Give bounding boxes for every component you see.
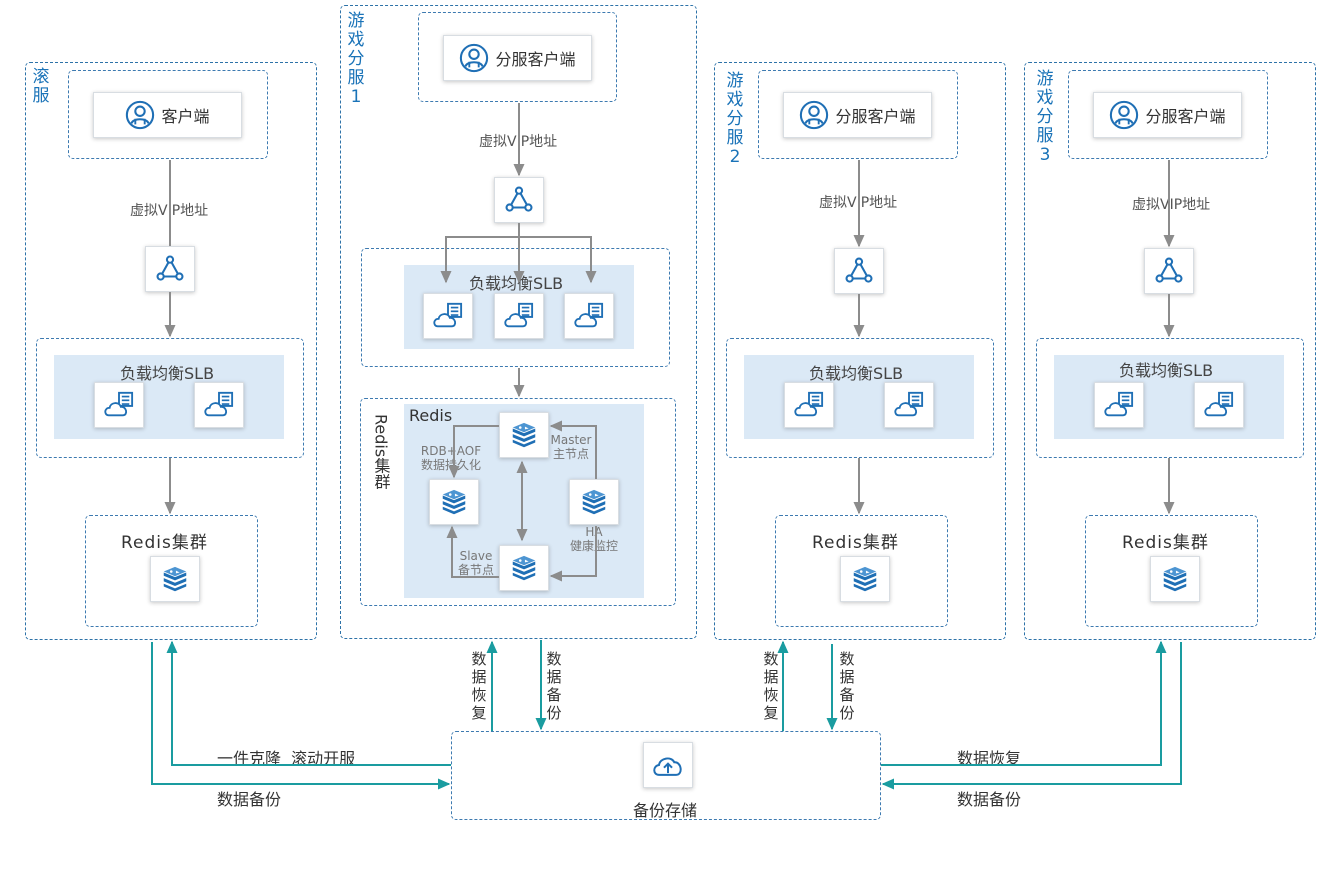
zone-rolling [25, 62, 317, 640]
zone-game2 [714, 62, 1006, 640]
zone-game1 [340, 5, 697, 639]
backup-label-game2: 数据备份 [839, 650, 855, 722]
slb-panel-rolling [54, 355, 284, 439]
teal-arrow [166, 640, 451, 766]
redis-card-game2[interactable] [840, 556, 890, 602]
redis-label-rolling: Redis集群 [121, 533, 208, 553]
rdb-line1: RDB+AOF [420, 444, 482, 458]
restore-label-game1: 数据恢复 [471, 650, 487, 722]
slave-line1: Slave [459, 549, 493, 563]
slave-label: Slave 备节点 [452, 549, 500, 577]
server-card[interactable] [1194, 382, 1244, 428]
arrow [549, 526, 597, 582]
arrow [448, 425, 499, 479]
redis-master-node[interactable] [499, 412, 549, 458]
redis-slave-node[interactable] [499, 545, 549, 591]
backup-storage-node[interactable] [643, 742, 693, 788]
arrow [519, 236, 597, 284]
redis-label-game3: Redis集群 [1122, 533, 1209, 553]
redis-detail-side-text: Redis集群 [371, 414, 391, 490]
slb-panel-game3 [1054, 355, 1284, 439]
redis-card-rolling[interactable] [150, 556, 200, 602]
client-label-game3: 分服客户端 [1145, 107, 1226, 126]
client-box-game2 [758, 70, 958, 159]
client-card-game3[interactable]: 分服客户端 [1093, 92, 1242, 138]
slb-label-game3: 负载均衡SLB [1119, 361, 1214, 380]
master-line2: 主节点 [552, 447, 589, 461]
slb-box-game1 [361, 248, 670, 367]
server-card[interactable] [564, 293, 614, 339]
arrow [549, 420, 597, 479]
rdb-label: RDB+AOF 数据持久化 [416, 444, 486, 472]
slb-box-game3 [1036, 338, 1304, 458]
redis-box-game3 [1085, 515, 1258, 627]
server-card[interactable] [494, 293, 544, 339]
master-line1: Master [550, 433, 592, 447]
server-card[interactable] [194, 382, 244, 428]
arrow [440, 236, 519, 284]
vip-node-game1[interactable] [494, 177, 544, 223]
client-card-game2[interactable]: 分服客户端 [783, 92, 932, 138]
slb-label-rolling: 负载均衡SLB [120, 364, 215, 383]
client-box-game1 [418, 12, 617, 102]
server-card[interactable] [94, 382, 144, 428]
client-label-rolling: 客户端 [161, 107, 210, 126]
redis-card-game3[interactable] [1150, 556, 1200, 602]
zone-game2-label: 游戏分服2 [726, 71, 744, 167]
server-card[interactable] [784, 382, 834, 428]
zone-rolling-label: 滚服 [32, 67, 50, 106]
arrow [446, 525, 499, 578]
vip-node-game3[interactable] [1144, 248, 1194, 294]
backup-storage-box [451, 731, 881, 820]
redis-rdb-node[interactable] [429, 479, 479, 525]
slb-label-game1: 负载均衡SLB [469, 274, 564, 293]
backup-label-left: 数据备份 [217, 790, 282, 809]
slb-label-game2: 负载均衡SLB [809, 364, 904, 383]
redis-box-game2 [775, 515, 948, 627]
teal-arrow [151, 642, 451, 790]
ha-label: HA 健康监控 [563, 525, 625, 553]
client-label-game1: 分服客户端 [495, 50, 576, 69]
slb-box-game2 [726, 338, 994, 458]
rdb-line2: 数据持久化 [420, 458, 481, 472]
redis-label-game2: Redis集群 [812, 533, 899, 553]
server-card[interactable] [1094, 382, 1144, 428]
client-label-game2: 分服客户端 [835, 107, 916, 126]
slb-panel-game2 [744, 355, 974, 439]
restore-label-game2: 数据恢复 [763, 650, 779, 722]
zone-game1-label: 游戏分服1 [347, 11, 365, 107]
vip-label-game3: 虚拟VIP地址 [1132, 197, 1211, 213]
client-box-game3 [1068, 70, 1268, 159]
clone-label: 一件克隆 滚动开服 [217, 749, 356, 768]
ha-line1: HA [585, 525, 603, 539]
client-card-game1[interactable]: 分服客户端 [443, 35, 592, 81]
client-box-rolling [68, 70, 268, 159]
redis-detail-side-label: Redis集群 [371, 414, 391, 492]
redis-detail-box [360, 398, 676, 606]
backup-label-game1: 数据备份 [546, 650, 562, 722]
teal-arrow [881, 642, 1182, 790]
slave-line2: 备节点 [457, 563, 494, 577]
client-card-rolling[interactable]: 客户端 [93, 92, 242, 138]
teal-arrow [881, 640, 1167, 766]
server-card[interactable] [423, 293, 473, 339]
master-label: Master 主节点 [546, 433, 596, 461]
zone-game3-label: 游戏分服3 [1036, 69, 1054, 165]
slb-box-rolling [36, 338, 304, 458]
vip-node-game2[interactable] [834, 248, 884, 294]
redis-ha-node[interactable] [569, 479, 619, 525]
restore-label-right: 数据恢复 [957, 749, 1022, 768]
ha-line2: 健康监控 [569, 539, 618, 553]
backup-label-right: 数据备份 [957, 790, 1022, 809]
vip-node-rolling[interactable] [145, 246, 195, 292]
zone-game3 [1024, 62, 1316, 640]
redis-detail-title: Redis [409, 406, 453, 425]
server-card[interactable] [884, 382, 934, 428]
backup-storage-label: 备份存储 [633, 801, 698, 820]
redis-box-rolling [85, 515, 258, 627]
